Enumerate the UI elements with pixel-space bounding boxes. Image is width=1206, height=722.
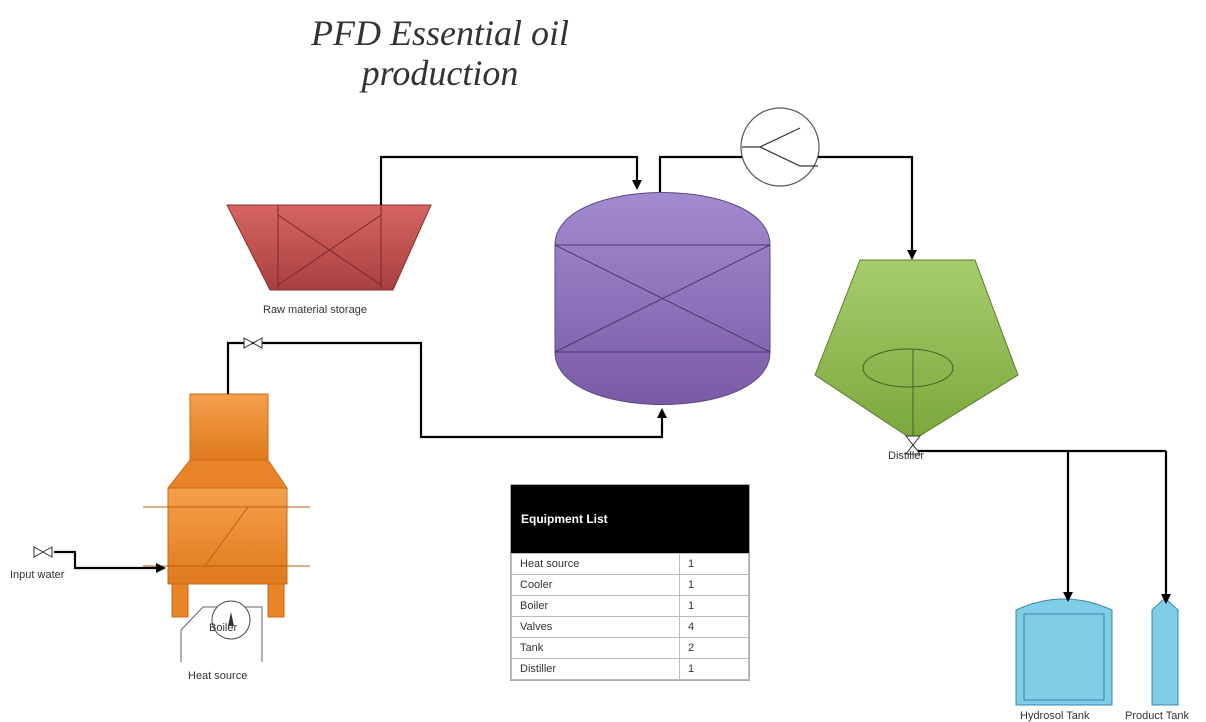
equipment-list-title: Equipment List bbox=[511, 485, 749, 553]
hydrosol-tank bbox=[1015, 598, 1113, 706]
distiller-separator bbox=[814, 259, 1019, 441]
distiller-label: Distiller bbox=[888, 450, 925, 462]
equipment-count: 1 bbox=[679, 553, 749, 575]
equipment-name: Cooler bbox=[511, 574, 680, 596]
steam-line bbox=[226, 341, 667, 439]
product-tank-label: Product Tank bbox=[1125, 710, 1190, 722]
equipment-name: Heat source bbox=[511, 553, 680, 575]
equipment-count: 2 bbox=[679, 637, 749, 659]
raw-material-storage-label: Raw material storage bbox=[263, 304, 367, 316]
equipment-name: Boiler bbox=[511, 595, 680, 617]
product-tank bbox=[1151, 597, 1179, 706]
hydrosol-tank-label: Hydrosol Tank bbox=[1020, 710, 1090, 722]
heat-source bbox=[180, 600, 263, 662]
condensate-line bbox=[818, 155, 917, 260]
cooler-heat-exchanger bbox=[740, 107, 820, 187]
water-inlet-line bbox=[54, 550, 166, 573]
diagram-title-line-2: production bbox=[361, 53, 519, 93]
heat-source-label: Heat source bbox=[188, 670, 248, 682]
equipment-name: Valves bbox=[511, 616, 680, 638]
equipment-count: 1 bbox=[679, 595, 749, 617]
diagram-title-line-1: PFD Essential oil bbox=[311, 13, 569, 53]
vapor-line bbox=[658, 155, 742, 192]
distiller-outlet-valve[interactable] bbox=[904, 435, 922, 455]
input-water-label: Input water bbox=[10, 569, 65, 581]
boiler-label: Boiler bbox=[209, 622, 238, 634]
steam-valve[interactable] bbox=[243, 337, 263, 349]
equipment-name: Distiller bbox=[511, 658, 680, 680]
boiler bbox=[143, 393, 310, 618]
equipment-count: 1 bbox=[679, 658, 749, 680]
feed-line bbox=[379, 155, 642, 205]
distillation-vessel bbox=[554, 192, 771, 405]
equipment-count: 1 bbox=[679, 574, 749, 596]
raw-material-storage-hopper bbox=[226, 204, 432, 291]
equipment-count: 4 bbox=[679, 616, 749, 638]
water-inlet-valve[interactable] bbox=[33, 546, 53, 558]
equipment-name: Tank bbox=[511, 637, 680, 659]
process-lines bbox=[54, 155, 1171, 604]
